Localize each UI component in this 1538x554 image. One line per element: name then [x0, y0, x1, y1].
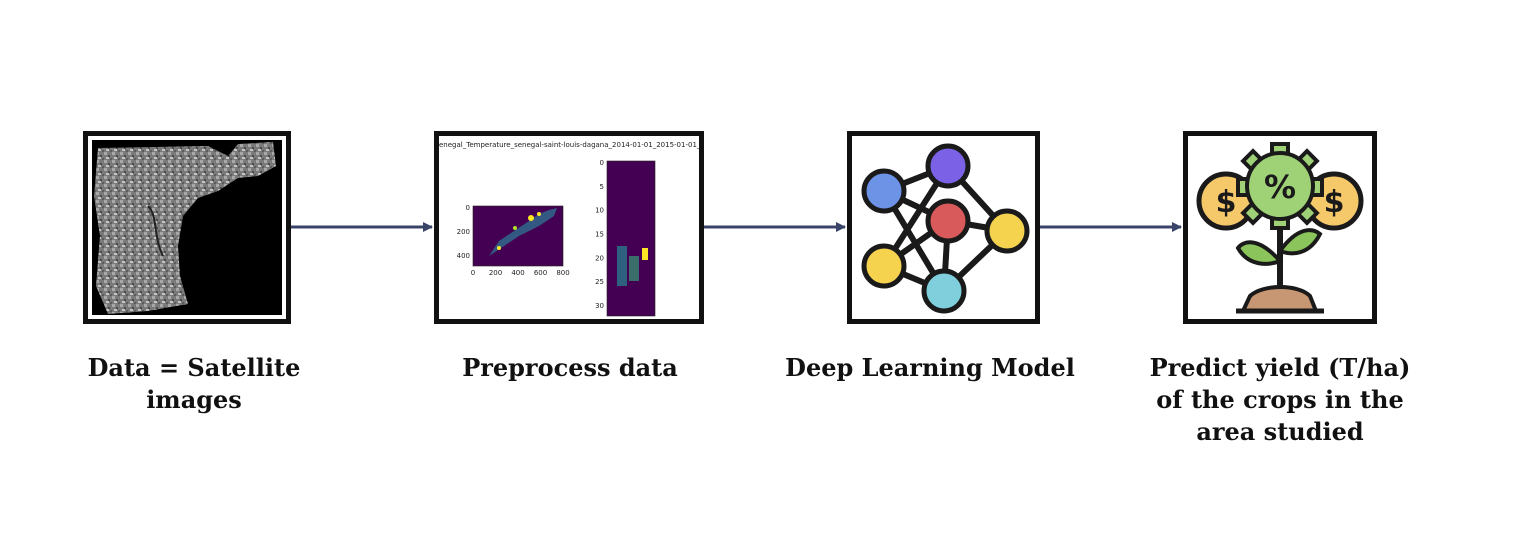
rp-yt-label: 30 [595, 302, 604, 310]
lp-xt-label: 600 [534, 269, 547, 277]
node-yellow-left [861, 243, 907, 289]
svg-text:$: $ [1216, 185, 1237, 220]
rp-xt-label: 5 [629, 318, 633, 319]
node-yellow-right [984, 208, 1030, 254]
rp-xt-label: 0 [605, 318, 609, 319]
caption-deep-learning-model: Deep Learning Model [785, 353, 1075, 382]
lp-xt-label: 0 [471, 269, 475, 277]
satellite-image-node [83, 131, 291, 324]
node-red [925, 198, 971, 244]
node-cyan [921, 268, 967, 314]
satellite-image [88, 136, 286, 319]
rp-xt-label: 10 [651, 318, 660, 319]
lp-yt-label: 400 [457, 252, 470, 260]
rp-yt-label: 25 [595, 278, 604, 286]
svg-text:$: $ [1324, 185, 1345, 220]
caption-predict-yield: Predict yield (T/ha) of the crops in the… [1149, 353, 1411, 446]
lp-xt-label: 800 [556, 269, 569, 277]
neural-network-icon [861, 143, 1030, 314]
crop-yield-node: $ $ % [1183, 131, 1377, 324]
rp-yt-label: 5 [600, 183, 604, 191]
preprocess-plot-node: enegal_Temperature_senegal-saint-louis-d… [434, 131, 704, 324]
rp-yt-label: 0 [600, 159, 604, 167]
node-blue [861, 168, 907, 214]
crop-yield-icon: $ $ % [1196, 142, 1364, 314]
svg-text:%: % [1264, 168, 1296, 206]
lp-xt-label: 400 [511, 269, 524, 277]
rp-yt-label: 15 [595, 231, 604, 239]
plot-title: enegal_Temperature_senegal-saint-louis-d… [439, 141, 699, 149]
deep-learning-node [847, 131, 1040, 324]
lp-xt-label: 200 [489, 269, 502, 277]
lp-yt-label: 200 [457, 228, 470, 236]
data-plot: 0 200 400 600 800 0 200 400 0 5 10 0 5 10 15 20 25 30 [457, 159, 660, 319]
percent-gear-icon [1236, 142, 1324, 230]
rp-yt-label: 20 [595, 254, 604, 262]
caption-preprocess-data: Preprocess data [462, 353, 678, 382]
rp-yt-label: 10 [595, 207, 604, 215]
lp-yt-label: 0 [466, 204, 470, 212]
node-purple [925, 143, 971, 189]
caption-satellite-images: Data = Satellite images [87, 353, 301, 414]
